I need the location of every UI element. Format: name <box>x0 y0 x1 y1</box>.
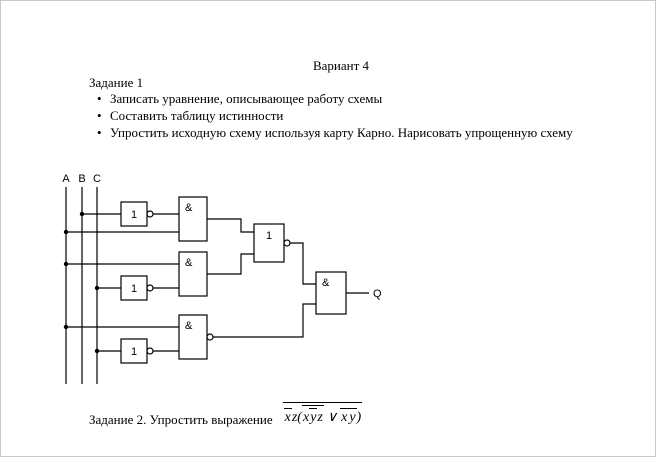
gate-and-2 <box>178 251 208 297</box>
gate-label-not-2: 1 <box>131 283 137 295</box>
formula-term: ) <box>356 410 362 425</box>
output-label-q: Q <box>373 288 382 300</box>
bullet-icon <box>97 109 110 122</box>
inversion-bubbles <box>146 210 291 355</box>
gate-label-and-4: & <box>322 277 330 289</box>
wire <box>213 303 316 338</box>
task1-bullet-text: Составить таблицу истинности <box>110 108 284 123</box>
wire <box>290 242 316 285</box>
formula-term: y <box>348 408 357 425</box>
formula-group: xyz <box>301 405 324 426</box>
junction-dots <box>63 211 100 354</box>
formula-term: x <box>302 410 310 425</box>
gate-label-or-1: 1 <box>266 230 272 242</box>
task1-bullet-list: Записать уравнение, описывающее работу с… <box>97 92 617 143</box>
junction-dot <box>94 285 100 291</box>
gate-label-and-1: & <box>185 202 193 214</box>
or-operator: ∨ <box>326 410 338 425</box>
junction-dot <box>63 324 69 330</box>
formula-term: x <box>340 408 349 425</box>
task2-label: Задание 2. Упростить выражение <box>89 412 273 427</box>
list-item: Составить таблицу истинности <box>97 109 617 122</box>
gate-label-and-2: & <box>185 257 193 269</box>
formula-term: y <box>309 408 318 425</box>
junction-dot <box>94 348 100 354</box>
formula-term: z <box>317 410 323 425</box>
input-label-c: C <box>93 173 101 185</box>
gate-label-not-1: 1 <box>131 209 137 221</box>
input-label-b: B <box>78 173 85 185</box>
inversion-bubble <box>146 284 154 292</box>
gate-and-1 <box>178 196 208 242</box>
formula-term: z( <box>291 410 302 425</box>
inversion-bubble <box>283 239 291 247</box>
gate-label-not-3: 1 <box>131 346 137 358</box>
junction-dot <box>63 229 69 235</box>
page-title: Вариант 4 <box>312 58 370 73</box>
gate-and-3 <box>178 314 208 360</box>
wire <box>207 253 254 275</box>
list-item: Упростить исходную схему используя карту… <box>97 126 617 139</box>
gate-or-1 <box>253 223 285 263</box>
formula-term: x <box>283 408 292 425</box>
list-item: Записать уравнение, описывающее работу с… <box>97 92 617 105</box>
wire <box>207 218 254 233</box>
task1-heading: Задание 1 <box>89 75 144 90</box>
inversion-bubble <box>206 333 214 341</box>
junction-dot <box>79 211 85 217</box>
bullet-icon <box>97 126 110 139</box>
inversion-bubble <box>146 210 154 218</box>
gate-not-1 <box>120 201 148 227</box>
inversion-bubble <box>146 347 154 355</box>
task1-bullet-text: Записать уравнение, описывающее работу с… <box>110 91 383 106</box>
task1-bullet-text: Упростить исходную схему используя карту… <box>110 125 573 140</box>
junction-dot <box>63 261 69 267</box>
input-label-a: A <box>62 173 70 185</box>
gate-and-4 <box>315 271 347 315</box>
gates <box>120 196 347 364</box>
gate-label-and-3: & <box>185 320 193 332</box>
logic-circuit-diagram: A B C <box>62 173 382 384</box>
bullet-icon <box>97 92 110 105</box>
wires <box>65 187 369 384</box>
